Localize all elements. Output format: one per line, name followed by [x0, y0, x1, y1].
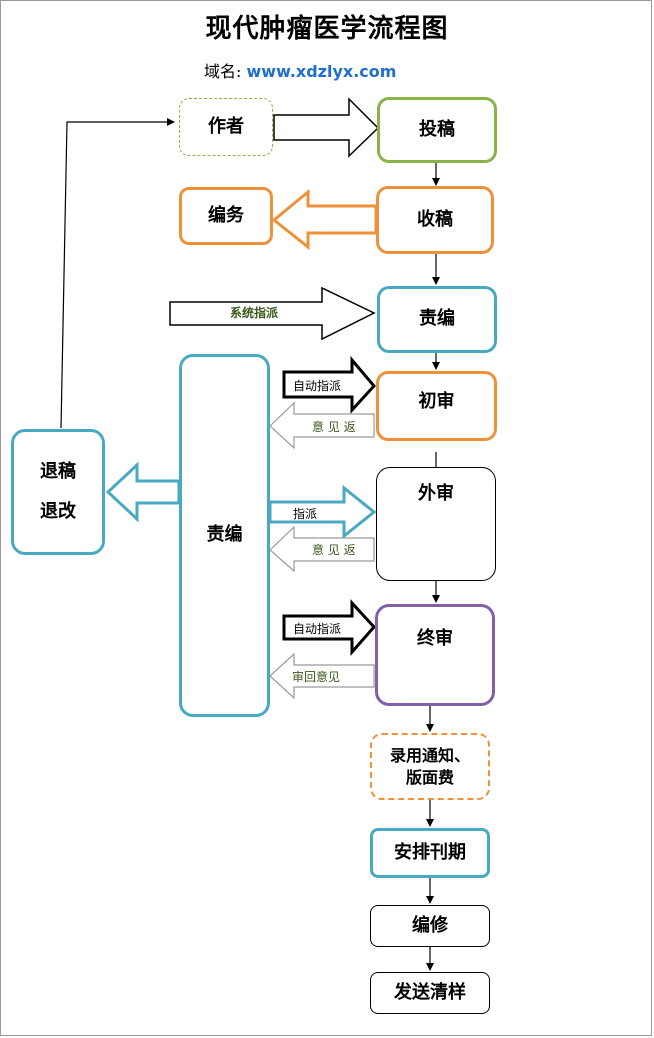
external-review-node: 外审	[376, 467, 496, 581]
proof-node: 发送清样	[370, 972, 490, 1014]
final-review-node: 终审	[375, 604, 495, 706]
editor-top-node: 责编	[377, 286, 497, 353]
initial-review-node: 初审	[376, 371, 497, 441]
review-return-arrow	[269, 652, 375, 700]
editorial-node: 编务	[179, 187, 273, 245]
submit-node: 投稿	[377, 97, 497, 163]
return-to-author-connector	[60, 118, 175, 429]
schedule-node: 安排刊期	[370, 828, 490, 878]
receive-to-editorial-arrow	[271, 188, 378, 251]
auto-assign-2-label: 自动指派	[293, 622, 342, 636]
receive-node: 收稿	[376, 186, 494, 254]
auto-assign-2-arrow	[282, 599, 377, 656]
opinion-return-1-arrow	[269, 401, 375, 450]
return-line-1: 退稿	[40, 460, 76, 482]
assign-arrow	[268, 484, 377, 540]
domain-link[interactable]: www.xdzlyx.com	[246, 62, 397, 81]
system-assign-arrow	[169, 286, 376, 341]
edit-node: 编修	[370, 905, 490, 947]
assign-label: 指派	[293, 507, 318, 521]
editor-big-node: 责编	[179, 354, 270, 717]
editor-to-return-arrow	[105, 461, 181, 523]
return-line-2: 退改	[40, 501, 76, 522]
system-assign-label: 系统指派	[230, 306, 279, 320]
accept-line-1: 录用通知、	[389, 745, 470, 765]
page-title: 现代肿瘤医学流程图	[205, 14, 449, 44]
domain-line: 域名: www.xdzlyx.com	[204, 58, 396, 82]
opinion-return-1-label: 意 见 返	[312, 420, 356, 434]
auto-assign-1-label: 自动指派	[293, 379, 342, 393]
return-node: 退稿 退改	[11, 429, 105, 555]
author-node: 作者	[179, 98, 273, 156]
review-return-label: 审回意见	[292, 670, 341, 684]
opinion-return-2-label: 意 见 返	[312, 543, 356, 557]
opinion-return-2-arrow	[269, 525, 375, 573]
author-to-submit-arrow	[273, 97, 380, 158]
auto-assign-1-arrow	[282, 355, 376, 414]
accept-node: 录用通知、 版面费	[370, 733, 490, 800]
accept-line-2: 版面费	[405, 767, 454, 787]
domain-label: 域名:	[204, 62, 242, 81]
